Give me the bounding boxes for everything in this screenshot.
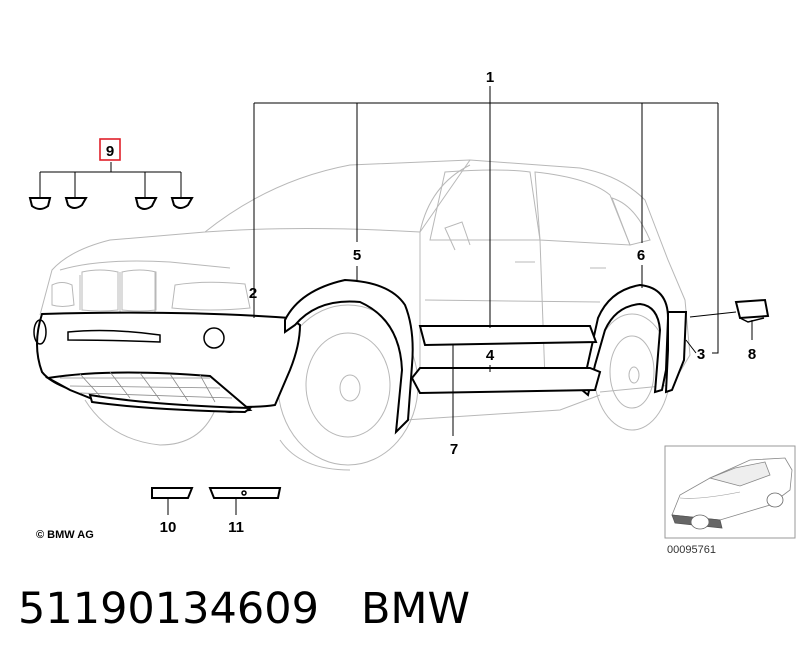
callout-3: 3: [697, 346, 705, 363]
callout-7: 7: [450, 441, 458, 458]
front-wheel-arch-trim: [284, 278, 414, 435]
callout-4: 4: [486, 347, 495, 364]
callout-1: 1: [486, 69, 494, 86]
callout-labels: 1 2 3 4 5 6 7 8 9 10 11: [106, 69, 756, 536]
front-bumper-trim: [33, 311, 302, 414]
callout-2: 2: [249, 285, 257, 302]
callout-11: 11: [228, 519, 244, 536]
part-10-trim-piece: [151, 487, 194, 499]
callout-6: 6: [637, 247, 645, 264]
part-number: 51190134609: [18, 584, 319, 634]
part-8-reflector: [734, 298, 770, 323]
callout-10: 10: [160, 519, 177, 536]
vehicle-reference-thumbnail: [664, 445, 796, 539]
part-9-clip-set: [28, 138, 194, 210]
copyright-label: © BMW AG: [36, 529, 94, 541]
rear-wheel-arch-trim: [580, 283, 670, 397]
brand-name: BMW: [360, 584, 471, 634]
callout-9-highlight-box: [99, 138, 121, 161]
rear-bumper-corner-trim: [664, 311, 688, 394]
callout-9: 9: [106, 143, 114, 160]
part-caption: 51190134609 BMW: [18, 584, 470, 634]
callout-5: 5: [353, 247, 361, 264]
leader-lines: [167, 86, 753, 515]
side-sill-trim: [410, 325, 602, 395]
part-11-trim-piece: [208, 487, 282, 499]
callout-8: 8: [748, 346, 756, 363]
diagram-id-label: 00095761: [667, 544, 716, 556]
